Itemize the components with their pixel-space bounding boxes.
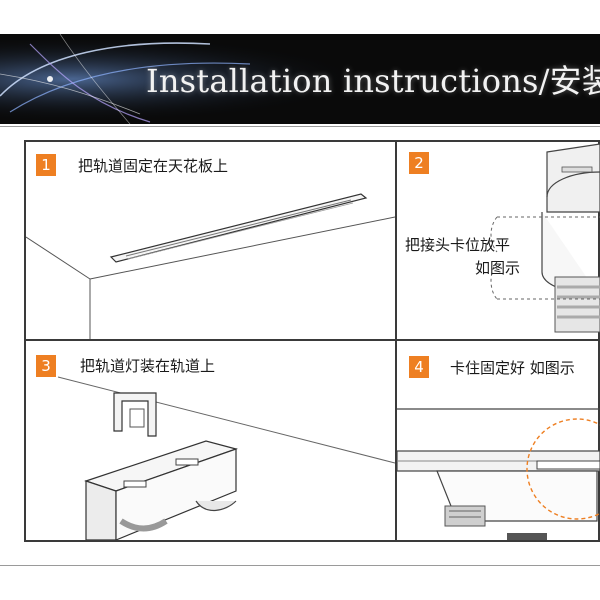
step-4-text: 卡住固定好 如图示 bbox=[450, 359, 575, 377]
step-2-text-line2: 如图示 bbox=[475, 259, 521, 277]
step-3-text: 把轨道灯装在轨道上 bbox=[80, 357, 216, 375]
grid-divider-vertical bbox=[395, 140, 397, 542]
step-number-3: 3 bbox=[36, 355, 56, 377]
panel-2-illustration bbox=[490, 143, 600, 333]
step-number-2: 2 bbox=[409, 152, 429, 174]
steps-grid bbox=[24, 140, 600, 542]
panel-3-illustration bbox=[57, 376, 395, 540]
grid-divider-horizontal bbox=[24, 339, 600, 341]
header-banner: Installation instructions/安装 bbox=[0, 34, 600, 124]
content-frame bbox=[0, 126, 600, 566]
panel-1-illustration bbox=[26, 193, 395, 339]
step-number-1: 1 bbox=[36, 154, 56, 176]
step-2-text-line1: 把接头卡位放平 bbox=[405, 236, 511, 254]
swoosh-decoration bbox=[0, 34, 600, 124]
panel-4-illustration bbox=[397, 408, 600, 540]
step-1-text: 把轨道固定在天花板上 bbox=[78, 157, 229, 175]
step-number-4: 4 bbox=[409, 356, 429, 378]
banner-title: Installation instructions/安装 bbox=[146, 62, 600, 100]
